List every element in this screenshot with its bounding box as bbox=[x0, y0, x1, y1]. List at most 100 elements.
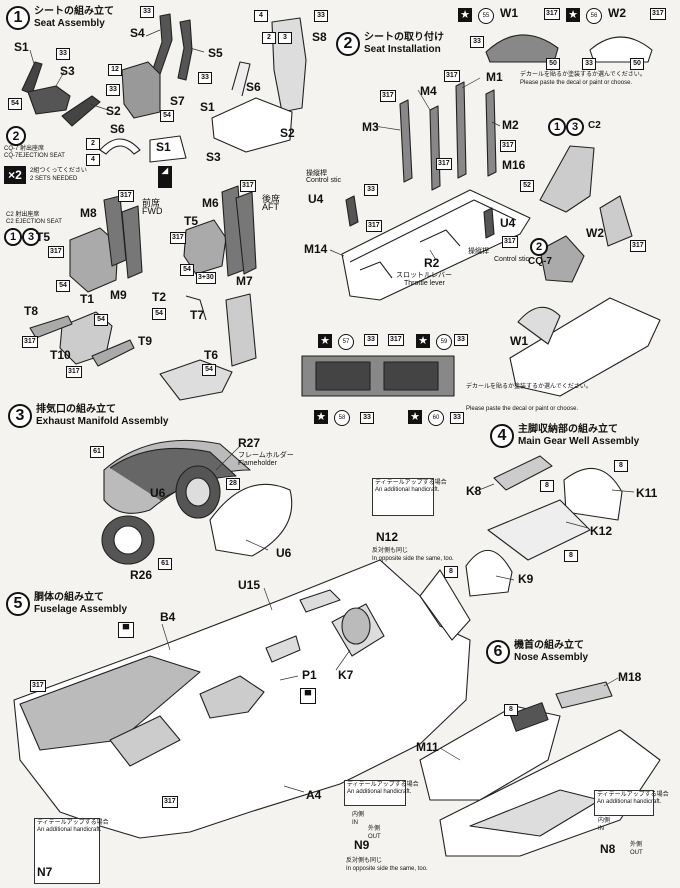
decal-note-en-b: Please paste the decal or paint or choos… bbox=[466, 406, 579, 412]
detail-note-n9: ディテールアップする場合 An additional handicraft. bbox=[344, 780, 419, 806]
part-label-s1: S1 bbox=[14, 40, 29, 54]
gear-k12-drawing bbox=[487, 499, 591, 561]
color-33: 33 bbox=[470, 36, 484, 48]
section-2-number: 2 bbox=[336, 32, 360, 56]
seat-c2-drawing bbox=[69, 227, 119, 293]
decal-56: 56 bbox=[586, 8, 602, 24]
part-label-s1-c: S1 bbox=[200, 100, 215, 114]
part-label-k7: K7 bbox=[338, 668, 354, 682]
detail-note-jp: ディテールアップする場合 bbox=[375, 480, 447, 486]
co7-seat-jp: CQ-7 射出座席 bbox=[4, 146, 45, 152]
decal-note-jp-b: デカールを貼るか塗装するか選んでください。 bbox=[466, 384, 592, 390]
color-317: 317 bbox=[48, 246, 64, 258]
part-label-k9: K9 bbox=[518, 572, 534, 586]
color-33: 33 bbox=[198, 72, 212, 84]
part-s5-drawing bbox=[177, 19, 193, 81]
color-33: 33 bbox=[454, 334, 468, 346]
part-label-t1: T1 bbox=[80, 292, 95, 306]
part-label-r2: R2 bbox=[424, 256, 440, 270]
color-61: 61 bbox=[158, 558, 172, 570]
cockpit-tub-drawing bbox=[341, 189, 531, 301]
seat-choice-2: 2 bbox=[6, 126, 26, 146]
part-s2-drawing bbox=[61, 95, 101, 127]
color-3: 3 bbox=[278, 32, 292, 44]
seat-t6-drawing bbox=[159, 359, 233, 401]
decal-55: 55 bbox=[478, 8, 494, 24]
part-label-s5: S5 bbox=[208, 46, 223, 60]
section-3-title-jp: 排気口の組み立て bbox=[36, 404, 116, 415]
seat-choice-1: 1 bbox=[4, 228, 22, 246]
part-label-p1: P1 bbox=[302, 668, 317, 682]
part-label-u6: U6 bbox=[150, 486, 166, 500]
part-label-k8: K8 bbox=[466, 484, 482, 498]
two-sets-badge: ×2 bbox=[4, 166, 26, 184]
section-1-title-en: Seat Assembly bbox=[34, 18, 105, 29]
section-6-title-jp: 機首の組み立て bbox=[514, 640, 584, 651]
part-label-n8: N8 bbox=[600, 842, 616, 856]
part-label-t10: T10 bbox=[50, 348, 71, 362]
color-317: 317 bbox=[118, 190, 134, 202]
fwd-jp: 前席 bbox=[142, 198, 161, 208]
opposite-en: In opposite side the same, too. bbox=[372, 556, 454, 562]
control-stick-en-b: Control stic bbox=[494, 256, 530, 263]
detail-note-n7: ディテールアップする場合 An additional handicraft. N… bbox=[34, 818, 109, 884]
part-label-m7: M7 bbox=[236, 274, 253, 288]
seat-choice-1-right: 1 bbox=[548, 118, 566, 136]
section-5-title-jp: 胴体の組み立て bbox=[34, 592, 104, 603]
detail-note-en: An additional handicraft. bbox=[375, 487, 440, 493]
gear-k11-drawing bbox=[563, 467, 623, 521]
seat-right-cq7-drawing bbox=[539, 235, 585, 283]
color-317: 317 bbox=[366, 220, 382, 232]
gear-k9-drawing bbox=[465, 549, 513, 597]
part-label-s1-b: S1 bbox=[156, 140, 171, 154]
color-33: 33 bbox=[364, 184, 378, 196]
decal-59: 59 bbox=[436, 334, 452, 350]
part-label-m1: M1 bbox=[486, 70, 503, 84]
out-en: OUT bbox=[368, 834, 381, 840]
reference-icon: ▀ bbox=[118, 622, 134, 638]
nose-m18-drawing bbox=[555, 681, 613, 709]
in-jp-b: 内側 bbox=[598, 818, 611, 824]
aft-jp: 後席 bbox=[262, 194, 281, 204]
decal-note-jp: デカールを貼るか塗装するか選んでください。 bbox=[520, 72, 646, 78]
decal-50-b: 50 bbox=[630, 58, 644, 70]
color-33: 33 bbox=[582, 58, 596, 70]
part-label-w1: W1 bbox=[500, 6, 518, 20]
detail-note-n12: ディテールアップする場合 An additional handicraft. bbox=[372, 478, 447, 516]
part-label-s7: S7 bbox=[170, 94, 185, 108]
color-54: 54 bbox=[56, 280, 70, 292]
part-label-m11: M11 bbox=[416, 740, 439, 754]
control-stick-jp-b: 操縦桿 bbox=[468, 248, 489, 255]
cockpit-tub-right-drawing bbox=[509, 297, 661, 397]
part-label-t5-b: T5 bbox=[184, 214, 199, 228]
detail-note-en-d: An additional handicraft. bbox=[597, 799, 662, 805]
detail-note-en-c: An additional handicraft. bbox=[37, 827, 102, 833]
part-label-u6-b: U6 bbox=[276, 546, 292, 560]
part-label-s3: S3 bbox=[60, 64, 75, 78]
color-317: 317 bbox=[388, 334, 404, 346]
part-label-s2-b: S2 bbox=[280, 126, 295, 140]
flameholder-jp: フレームホルダー bbox=[238, 452, 294, 459]
aft-en: AFT bbox=[262, 202, 279, 212]
color-61: 61 bbox=[90, 446, 104, 458]
part-label-n9: N9 bbox=[354, 838, 370, 852]
color-8: 8 bbox=[444, 566, 458, 578]
exhaust-u6-lower-drawing bbox=[209, 483, 293, 557]
c2-label: C2 bbox=[588, 120, 601, 131]
part-label-t2: T2 bbox=[152, 290, 167, 304]
gear-k8-drawing bbox=[493, 455, 553, 491]
color-4: 4 bbox=[86, 154, 100, 166]
section-4-heading: 4 主脚収納部の組み立て Main Gear Well Assembly bbox=[490, 424, 639, 448]
part-m2-drawing bbox=[485, 89, 497, 177]
part-label-r26: R26 bbox=[130, 568, 153, 582]
color-33: 33 bbox=[140, 6, 154, 18]
section-6-heading: 6 機首の組み立て Nose Assembly bbox=[486, 640, 588, 664]
seat-assembly-drawing bbox=[211, 97, 293, 153]
two-sets-en: 2 SETS NEEDED bbox=[30, 176, 78, 182]
part-label-k11: K11 bbox=[636, 486, 658, 500]
color-3-plus-30: 3+30 bbox=[196, 272, 216, 284]
detail-note-n8: ディテールアップする場合 An additional handicraft. bbox=[594, 790, 669, 816]
part-label-m6: M6 bbox=[202, 196, 219, 210]
decal-50: 50 bbox=[546, 58, 560, 70]
